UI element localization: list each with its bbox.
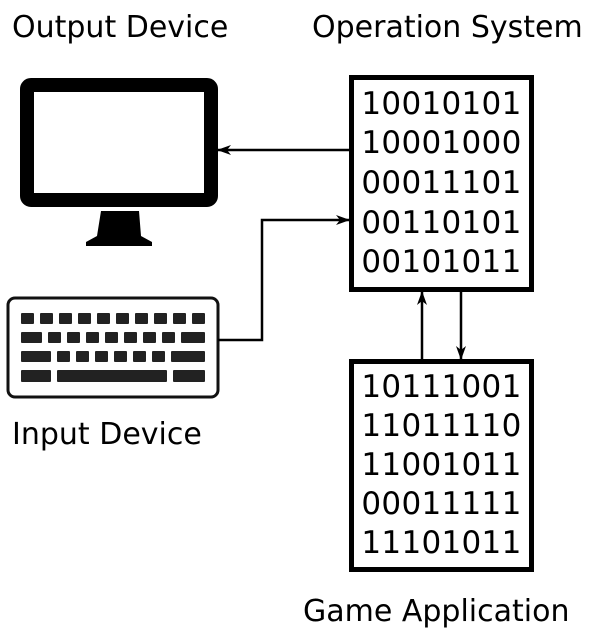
os-binary-line: 00110101	[361, 204, 522, 241]
game-binary-line: 10111001	[361, 369, 522, 405]
operation-system-label: Operation System	[312, 10, 583, 45]
os-binary-line: 00011101	[361, 164, 522, 201]
output-device-label: Output Device	[12, 10, 229, 45]
game-binary-line: 11101011	[361, 525, 522, 561]
game-application-box: 10111001 11011110 11001011 00011111 1110…	[349, 359, 534, 572]
game-binary-line: 00011111	[361, 486, 522, 522]
os-binary-line: 10001000	[361, 125, 522, 162]
game-application-label: Game Application	[303, 594, 570, 629]
os-binary-line: 00101011	[361, 244, 522, 281]
game-binary-line: 11011110	[361, 408, 522, 444]
monitor-icon	[20, 78, 218, 246]
os-binary-line: 10010101	[361, 85, 522, 122]
keyboard-icon	[6, 296, 220, 399]
operation-system-box: 10010101 10001000 00011101 00110101 0010…	[349, 75, 534, 292]
arrow-input-to-os	[218, 215, 350, 342]
game-binary-line: 11001011	[361, 447, 522, 483]
input-device-label: Input Device	[12, 417, 202, 452]
